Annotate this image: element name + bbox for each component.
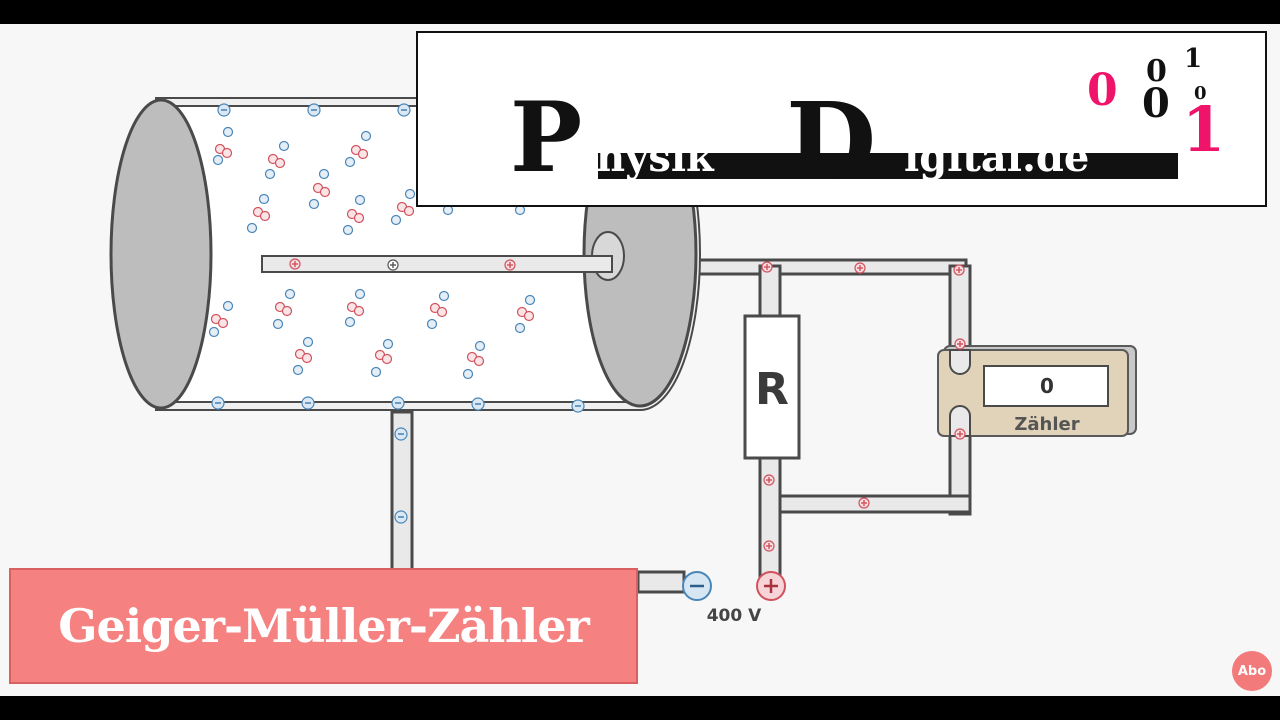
electron [360,130,372,142]
logo-wordmark: P hysik D igital.de 0 0 1 0 1 0 [510,44,1225,202]
ion-pair [374,349,393,365]
ion-pair [267,153,286,169]
ion-pair [429,302,448,318]
ion-pair [294,348,313,364]
wire-bottom [774,494,972,514]
logo-word-digital: igital.de [904,134,1089,181]
electron [344,156,356,168]
electron [318,168,330,180]
logo-word-physik: hysik [596,134,715,181]
ion-pair [350,144,369,160]
anode-wire [261,255,613,273]
positive-terminal [756,571,786,601]
electron [390,214,402,226]
resistor: R [743,314,801,460]
ion-pair [396,201,415,217]
logo-underline-bar [598,153,1178,179]
electron [354,288,366,300]
ion-pair [312,182,331,198]
logo-initial-d: D [786,79,876,202]
electron [382,338,394,350]
ion-pair [252,206,271,222]
wire-negative [636,570,686,594]
electron [258,193,270,205]
video-title-banner: Geiger-Müller-Zähler [9,568,638,684]
subscribe-button[interactable]: Abo [1232,651,1272,691]
free-electrons [208,126,536,380]
electron [222,300,234,312]
counter-terminal-top [949,349,971,375]
logo-bit-1-pink: 1 [1182,93,1225,166]
logo-bit-0-pink: 0 [1087,65,1118,116]
voltage-label: 400 V [707,606,762,626]
electron [278,140,290,152]
ion-pair [274,301,293,317]
wall-electron-signs [215,109,581,518]
electron [426,318,438,330]
positive-charge-signs [292,261,963,549]
counter-value: 0 [1040,374,1054,398]
negative-terminal [682,571,712,601]
electron [342,224,354,236]
anode-neutral [387,259,399,271]
electron [308,198,320,210]
ion-pair [214,143,233,159]
logo-bit-0-small: 0 [1194,83,1207,104]
electron [524,294,536,306]
electron [212,154,224,166]
ion-pair [466,351,485,367]
ion-pair [516,306,535,322]
electron [302,336,314,348]
electron [222,126,234,138]
counter-label: Zähler [1014,414,1079,435]
electron [354,194,366,206]
wire-left-lower [758,452,782,578]
tube-window [109,98,213,410]
electron [370,366,382,378]
electron [514,322,526,334]
circuit-wires [390,258,972,594]
electron [404,188,416,200]
logo-bit-1-small: 1 [1184,44,1202,74]
video-frame: R 0 Zähler [0,24,1280,696]
ion-pair [346,208,365,224]
electron [284,288,296,300]
resistor-body [743,314,801,460]
electron [264,168,276,180]
electron [344,316,356,328]
ion-pairs [210,143,535,367]
electron [462,368,474,380]
counter-device: 0 Zähler [937,345,1137,437]
logo-bit-0-mid: 0 [1142,80,1170,127]
electron [246,222,258,234]
logo-bit-0-black: 0 [1146,54,1167,89]
electron [438,290,450,302]
logo-initial-p: P [510,81,582,194]
video-title: Geiger-Müller-Zähler [58,599,590,653]
site-logo[interactable]: P hysik D igital.de 0 0 1 0 1 0 [416,31,1267,207]
counter-terminal-bottom [949,405,971,437]
electron [292,364,304,376]
counter-display [983,365,1109,407]
electron [208,326,220,338]
electron [272,318,284,330]
resistor-label: R [755,364,789,415]
ion-pair [210,313,229,329]
wire-top [692,258,968,276]
electron [474,340,486,352]
ion-pair [346,301,365,317]
geiger-counter-diagram: R 0 Zähler [109,97,1137,626]
